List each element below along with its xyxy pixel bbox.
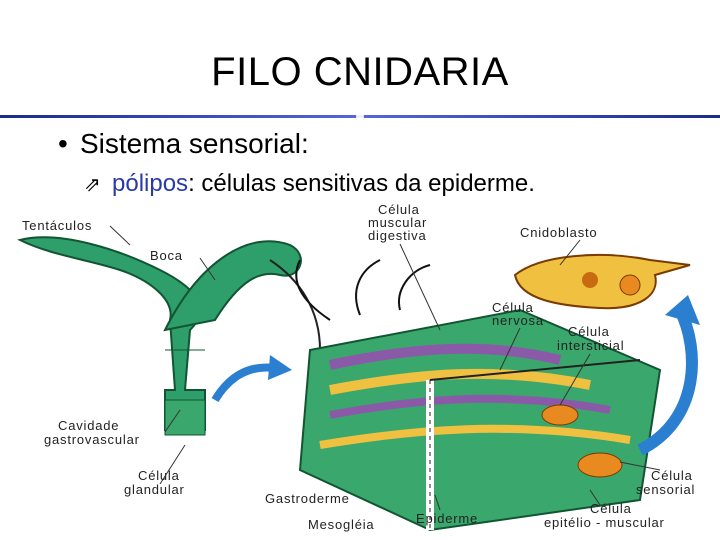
title-divider <box>0 112 720 122</box>
label-boca: Boca <box>150 248 183 263</box>
bullet1-text: Sistema sensorial: <box>80 128 309 159</box>
cnidoblast-illustration <box>515 255 690 308</box>
label-cavidade-2: gastrovascular <box>44 432 140 447</box>
label-celula-epit-musc-1: Célula <box>590 501 632 516</box>
polyp-illustration <box>20 237 320 435</box>
label-celula-nervosa-2: nervosa <box>492 313 544 328</box>
slide-title: FILO CNIDARIA <box>0 50 720 95</box>
bullet2-text: : células sensitivas da epiderme. <box>188 170 535 197</box>
bullet-sistema-sensorial: •Sistema sensorial: <box>58 128 309 160</box>
bullet2-keyword: pólipos <box>112 170 188 197</box>
label-celula-musc-dig-3: digestiva <box>368 228 427 243</box>
label-celula-glandular-1: Célula <box>138 468 180 483</box>
label-celula-intersticial-2: intersticial <box>557 338 624 353</box>
label-celula-intersticial-1: Célula <box>568 324 610 339</box>
label-mesogleia: Mesogléia <box>308 517 374 532</box>
label-tentaculos: Tentáculos <box>22 218 92 233</box>
label-cavidade-1: Cavidade <box>58 418 119 433</box>
cnidarian-tissue-diagram: Tentáculos Boca Cavidade gastrovascular … <box>0 200 720 540</box>
label-celula-glandular-2: glandular <box>124 482 185 497</box>
label-epiderme: Epiderme <box>416 511 478 526</box>
magnify-arrow-left <box>215 367 275 400</box>
label-celula-sensorial-2: sensorial <box>636 482 695 497</box>
bullet-dot-icon: • <box>58 128 80 160</box>
arrow-bullet-icon: ⇗ <box>84 172 112 197</box>
label-celula-sensorial-1: Célula <box>651 468 693 483</box>
label-cnidoblasto: Cnidoblasto <box>520 225 597 240</box>
bullet-polipos: ⇗pólipos: células sensitivas da epiderme… <box>84 170 535 198</box>
label-celula-epit-musc-2: epitélio - muscular <box>544 515 665 530</box>
label-gastroderme: Gastroderme <box>265 491 350 506</box>
